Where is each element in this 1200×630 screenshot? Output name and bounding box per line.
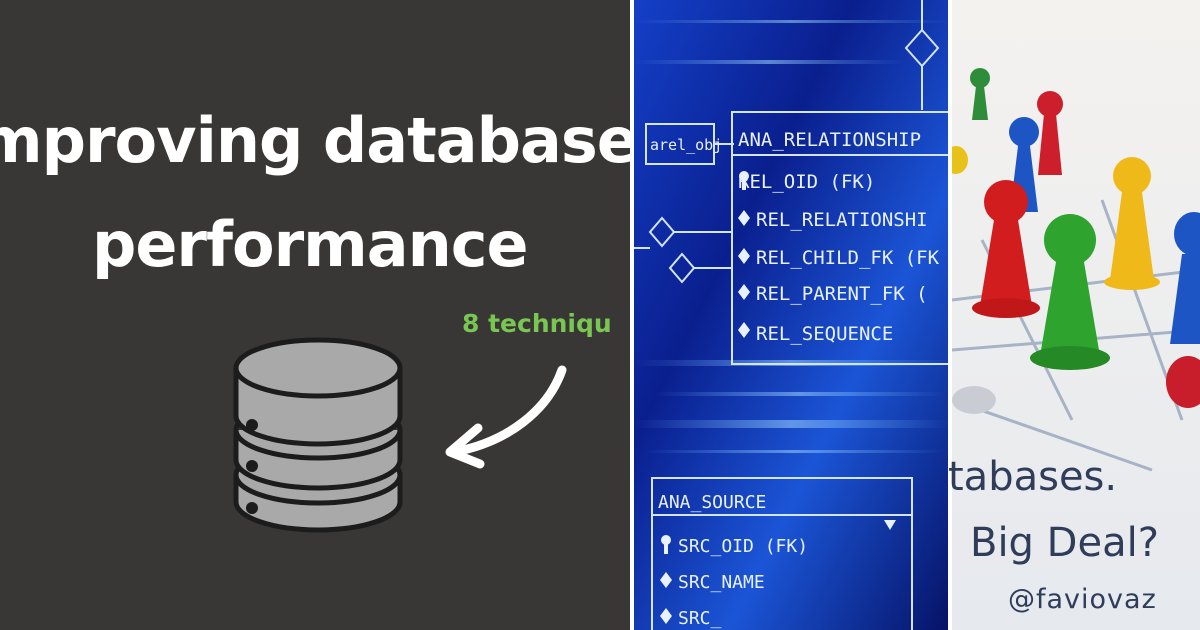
table1-field: REL_RELATIONSHI xyxy=(756,209,928,231)
diamond-icon xyxy=(738,248,750,264)
database-icon xyxy=(233,337,403,533)
game-pieces-illustration xyxy=(952,0,1200,630)
table1-field: REL_PARENT_FK ( xyxy=(756,283,928,305)
table-label-left: arel_obj xyxy=(650,136,722,154)
diamond-icon xyxy=(660,608,672,624)
schema-diagram: arel_obj ANA_RELATIONSHIP REL_OID (FK) R… xyxy=(634,0,950,630)
title-line-1: mproving database xyxy=(0,104,632,177)
dropdown-arrow-icon xyxy=(884,520,896,530)
table1-name: ANA_RELATIONSHIP xyxy=(738,129,921,151)
table2-field: SRC_ xyxy=(678,608,722,629)
author-handle: @faviovaz xyxy=(1008,584,1157,615)
table2-field: SRC_NAME xyxy=(678,572,765,593)
table1-field: REL_OID (FK) xyxy=(738,171,875,193)
diamond-icon xyxy=(738,284,750,300)
curved-arrow-icon xyxy=(445,365,567,469)
diamond-icon xyxy=(738,322,750,338)
board-game-panel xyxy=(952,0,1200,630)
right-line-1: tabases. xyxy=(948,454,1118,500)
schema-panel: arel_obj ANA_RELATIONSHIP REL_OID (FK) R… xyxy=(634,0,950,630)
key-icon xyxy=(739,171,749,181)
table1-field: REL_SEQUENCE xyxy=(756,323,893,345)
left-panel: mproving database performance 8 techniqu xyxy=(0,0,632,630)
right-line-2: Big Deal? xyxy=(970,520,1159,566)
title-line-2: performance xyxy=(92,208,529,281)
key-icon xyxy=(661,535,671,545)
diamond-icon xyxy=(738,210,750,226)
panel-divider xyxy=(630,0,634,630)
table1-field: REL_CHILD_FK (FK xyxy=(756,247,940,269)
panel-divider xyxy=(948,0,952,630)
subtitle: 8 techniqu xyxy=(462,309,612,338)
table2-field: SRC_OID (FK) xyxy=(678,536,808,557)
table2-name: ANA_SOURCE xyxy=(658,492,766,513)
diamond-icon xyxy=(660,572,672,588)
